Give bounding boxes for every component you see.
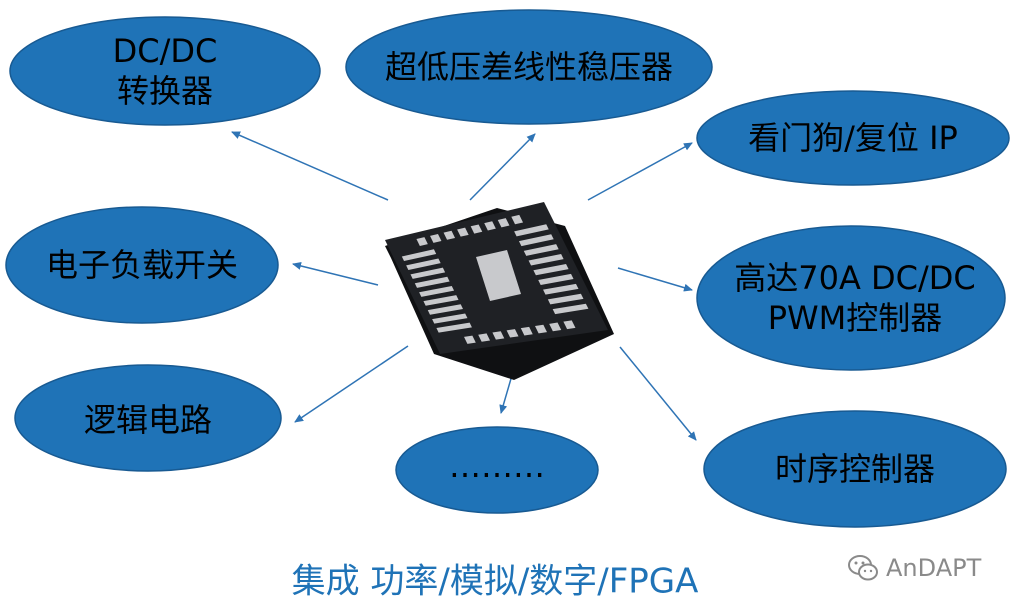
chip-pad bbox=[436, 322, 472, 333]
node-timing-label: 时序控制器 bbox=[774, 450, 936, 488]
arrow-to-timing bbox=[619, 346, 697, 441]
chip-pad bbox=[547, 293, 584, 305]
chip-pad bbox=[534, 324, 547, 334]
chip-pad bbox=[457, 227, 469, 237]
chip-pad bbox=[533, 263, 569, 276]
node-more-label: ……… bbox=[449, 447, 545, 485]
node-load-switch-label: 电子负载开关 bbox=[45, 246, 239, 284]
chip-pad bbox=[478, 333, 491, 342]
chip-pad bbox=[528, 254, 564, 266]
arrow-to-logic bbox=[294, 345, 409, 423]
node-more bbox=[395, 426, 599, 514]
caption: 集成 功率/模拟/数字/FPGA bbox=[291, 561, 699, 602]
chip-pad bbox=[416, 237, 428, 246]
node-dcdc-line2: 转换器 bbox=[116, 72, 213, 110]
chip-pad bbox=[419, 285, 455, 297]
chip-pad bbox=[538, 273, 574, 285]
wechat-icon bbox=[848, 555, 878, 581]
node-ldo-label: 超低压差线性稳压器 bbox=[384, 48, 674, 86]
chip-pad bbox=[432, 313, 468, 324]
node-logic-label: 逻辑电路 bbox=[83, 401, 213, 439]
chip-pad bbox=[406, 258, 441, 270]
chip-pad bbox=[511, 214, 524, 225]
chip-pad bbox=[423, 295, 459, 306]
chip-pad bbox=[543, 283, 579, 295]
chip-pad bbox=[552, 303, 589, 315]
chip-pad bbox=[518, 234, 554, 247]
arrow-to-load-switch bbox=[292, 262, 379, 286]
chip-pad bbox=[401, 249, 437, 262]
chip-pad bbox=[414, 276, 450, 288]
chip-pad bbox=[427, 304, 463, 315]
arrow-to-watchdog bbox=[587, 142, 693, 201]
node-pwm-label: 高达70A DC/DC PWM控制器 bbox=[734, 258, 976, 338]
chip-pad bbox=[470, 224, 483, 234]
node-watchdog-label: 看门狗/复位 IP bbox=[748, 119, 958, 157]
node-timing bbox=[703, 410, 1007, 528]
node-pwm bbox=[696, 225, 1006, 371]
chip-pad bbox=[523, 244, 559, 256]
chip-pad bbox=[497, 218, 510, 228]
chip-pad bbox=[464, 335, 476, 344]
chip-pad bbox=[492, 331, 505, 340]
arrow-to-pwm bbox=[617, 267, 693, 292]
node-dcdc bbox=[9, 16, 321, 126]
chip-pads bbox=[401, 214, 589, 344]
chip-pad bbox=[506, 329, 519, 338]
chip-pad bbox=[514, 224, 549, 237]
chip-pad bbox=[430, 233, 442, 243]
chip-pad bbox=[563, 320, 576, 330]
node-ldo bbox=[345, 9, 713, 125]
watermark-text: AnDAPT bbox=[886, 554, 982, 582]
arrow-to-ldo bbox=[469, 133, 536, 201]
node-watchdog bbox=[696, 90, 1010, 186]
arrow-to-dcdc bbox=[231, 131, 389, 201]
chip-pad bbox=[484, 221, 496, 231]
node-pwm-line1: 高达70A DC/DC bbox=[734, 259, 976, 297]
node-dcdc-label: DC/DC 转换器 bbox=[113, 31, 218, 111]
chip-center-pad bbox=[476, 250, 521, 301]
node-dcdc-line1: DC/DC bbox=[112, 32, 218, 70]
chip-pad bbox=[443, 230, 456, 240]
node-load-switch bbox=[5, 206, 279, 324]
node-logic bbox=[14, 364, 282, 472]
chip-image bbox=[385, 202, 614, 380]
node-pwm-line2: PWM控制器 bbox=[767, 299, 943, 337]
chip-pad bbox=[410, 267, 446, 279]
chip-pad bbox=[549, 322, 562, 332]
chip-pad bbox=[520, 326, 533, 336]
watermark: AnDAPT bbox=[846, 551, 981, 585]
